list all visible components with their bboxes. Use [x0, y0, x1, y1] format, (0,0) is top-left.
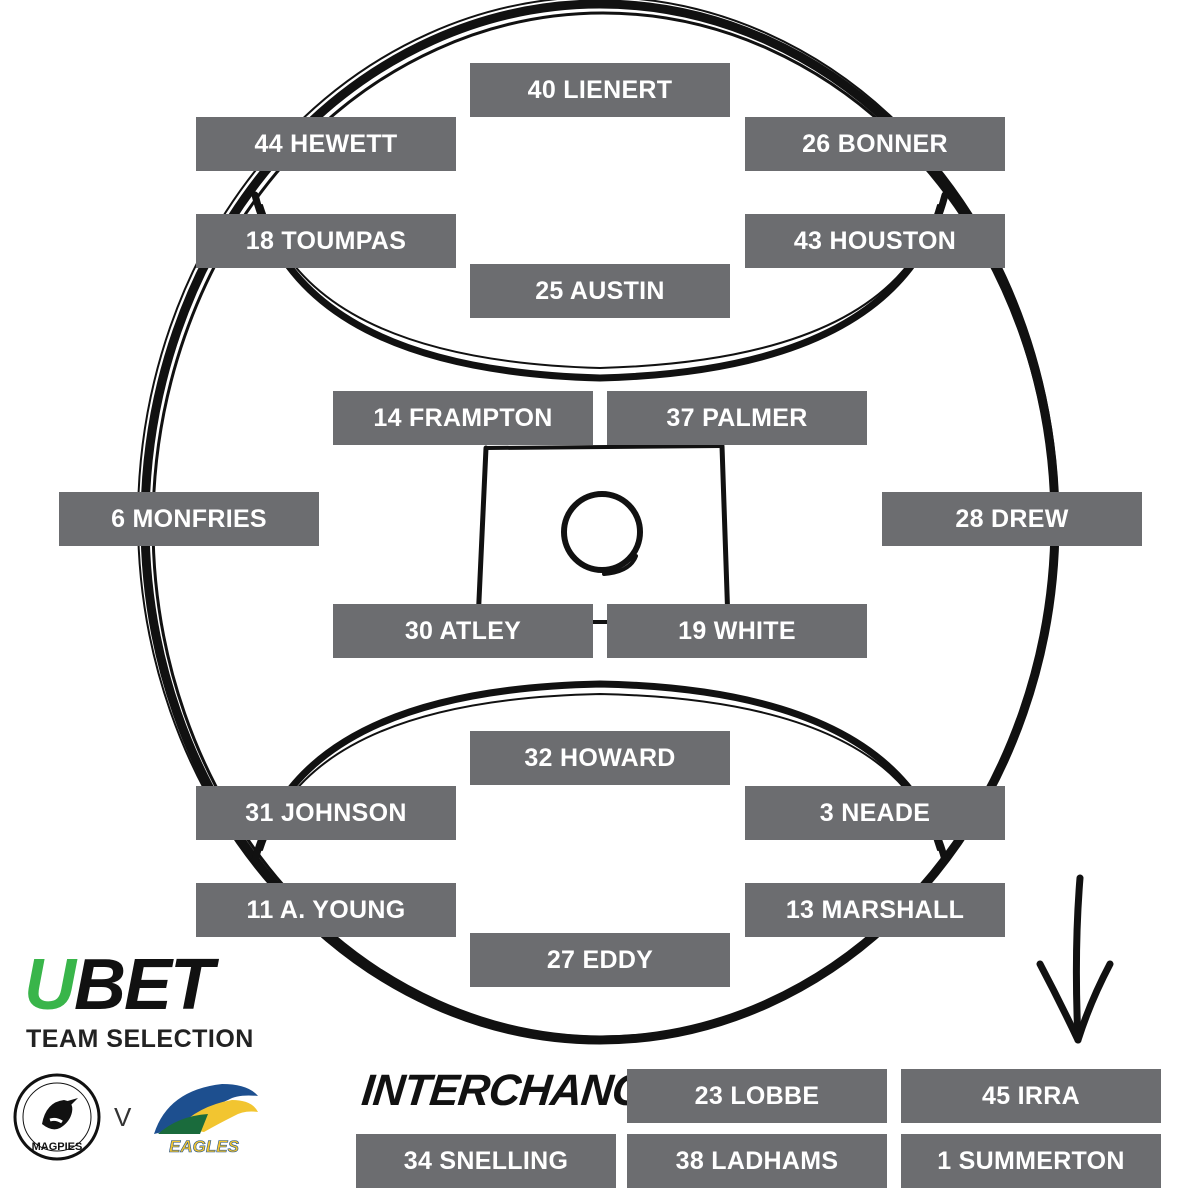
player-position-13: 32 HOWARD: [470, 731, 730, 785]
player-position-6: 25 AUSTIN: [470, 264, 730, 318]
interchange-player-4: 38 LADHAMS: [627, 1134, 887, 1188]
player-position-17: 13 MARSHALL: [745, 883, 1005, 937]
player-position-3: 26 BONNER: [745, 117, 1005, 171]
team-selection-title: TEAM SELECTION: [26, 1025, 254, 1053]
player-position-15: 3 NEADE: [745, 786, 1005, 840]
player-position-12: 19 WHITE: [607, 604, 867, 658]
eagles-logo-text: EAGLES: [169, 1137, 240, 1156]
sponsor-logo-rest: BET: [74, 945, 214, 1025]
down-arrow-icon: [1036, 874, 1114, 1044]
interchange-player-1: 23 LOBBE: [627, 1069, 887, 1123]
player-position-7: 14 FRAMPTON: [333, 391, 593, 445]
player-position-8: 37 PALMER: [607, 391, 867, 445]
sponsor-logo: UBET: [24, 949, 214, 1021]
eagle-crest-icon: EAGLES: [154, 1084, 258, 1156]
interchange-player-3: 34 SNELLING: [356, 1134, 616, 1188]
magpie-crest-icon: MAGPIES: [13, 1073, 101, 1161]
player-position-1: 40 LIENERT: [470, 63, 730, 117]
player-position-4: 18 TOUMPAS: [196, 214, 456, 268]
player-position-2: 44 HEWETT: [196, 117, 456, 171]
player-position-18: 27 EDDY: [470, 933, 730, 987]
player-position-11: 30 ATLEY: [333, 604, 593, 658]
player-position-16: 11 A. YOUNG: [196, 883, 456, 937]
versus-label: V: [114, 1102, 132, 1132]
player-position-9: 6 MONFRIES: [59, 492, 319, 546]
interchange-player-5: 1 SUMMERTON: [901, 1134, 1161, 1188]
player-position-14: 31 JOHNSON: [196, 786, 456, 840]
magpies-logo-text: MAGPIES: [32, 1141, 83, 1153]
player-position-5: 43 HOUSTON: [745, 214, 1005, 268]
interchange-player-2: 45 IRRA: [901, 1069, 1161, 1123]
sponsor-logo-u: U: [24, 945, 76, 1025]
player-position-10: 28 DREW: [882, 492, 1142, 546]
